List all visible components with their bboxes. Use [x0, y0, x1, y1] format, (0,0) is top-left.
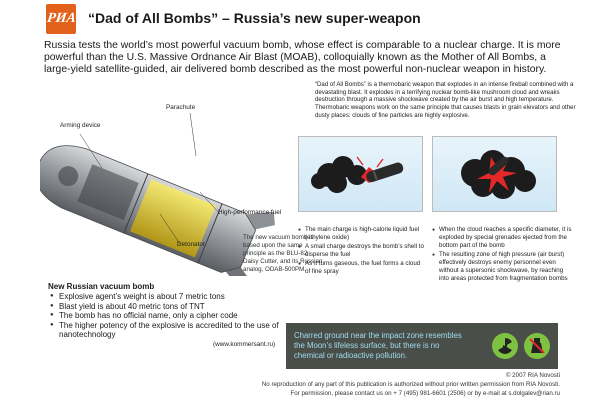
scene-cloud-forming	[298, 136, 423, 212]
label-parachute: Parachute	[166, 104, 196, 111]
list-item: Explosive agent’s weight is about 7 metr…	[50, 292, 290, 302]
impact-zone-banner: Charred ground near the impact zone rese…	[286, 323, 558, 369]
bomb-note: The new vacuum bomb is based upon the sa…	[243, 234, 323, 273]
radiation-hazard-icon	[492, 333, 518, 359]
contact-line: For permission, please contact us on + 7…	[290, 390, 560, 397]
label-high-performance-fuel: High-performance fuel	[218, 209, 282, 216]
bomb-illustration: Arming device Parachute High-performance…	[35, 96, 322, 292]
section-heading: New Russian vacuum bomb	[48, 282, 155, 291]
list-item: The resulting zone of high pressure (air…	[432, 251, 572, 283]
source-credit: (www.kommersant.ru)	[213, 341, 276, 348]
banner-icons	[492, 333, 550, 359]
list-item: The higher potency of the explosive is a…	[50, 321, 290, 340]
list-item: As it turns gaseous, the fuel forms a cl…	[298, 260, 426, 276]
scene-cloud-detonation	[432, 136, 557, 212]
chemical-hazard-icon	[524, 333, 550, 359]
fuel-tank	[130, 179, 216, 258]
banner-text: Charred ground near the impact zone rese…	[294, 331, 462, 360]
scene1-bullets: The main charge is high-calorie liquid f…	[298, 226, 426, 277]
list-item: A small charge destroys the bomb’s shell…	[298, 243, 426, 259]
list-item: The main charge is high-calorie liquid f…	[298, 226, 426, 242]
bomb-facts-list: Explosive agent’s weight is about 7 metr…	[50, 292, 290, 340]
copyright: © 2007 RIA Novosti	[505, 372, 560, 379]
thermobaric-description: “Dad of All Bombs” is a thermobaric weap…	[315, 81, 576, 119]
label-arming-device: Arming device	[60, 122, 101, 129]
cloud-forming-illustration	[311, 156, 404, 193]
reproduction-notice: No reproduction of any part of this publ…	[261, 381, 560, 388]
label-detonator: Detonator	[177, 241, 206, 248]
intro-paragraph: Russia tests the world’s most powerful v…	[44, 40, 561, 75]
list-item: When the cloud reaches a specific diamet…	[432, 226, 572, 250]
list-item: Blast yield is about 40 metric tons of T…	[50, 302, 290, 312]
cloud-detonation-illustration	[461, 150, 536, 199]
logo-text: РИА	[45, 11, 77, 26]
list-item: The bomb has no official name, only a ci…	[50, 311, 290, 321]
scene2-bullets: When the cloud reaches a specific diamet…	[432, 226, 572, 284]
ria-logo: РИА	[45, 4, 77, 34]
page-title: “Dad of All Bombs” – Russia’s new super-…	[88, 10, 421, 26]
